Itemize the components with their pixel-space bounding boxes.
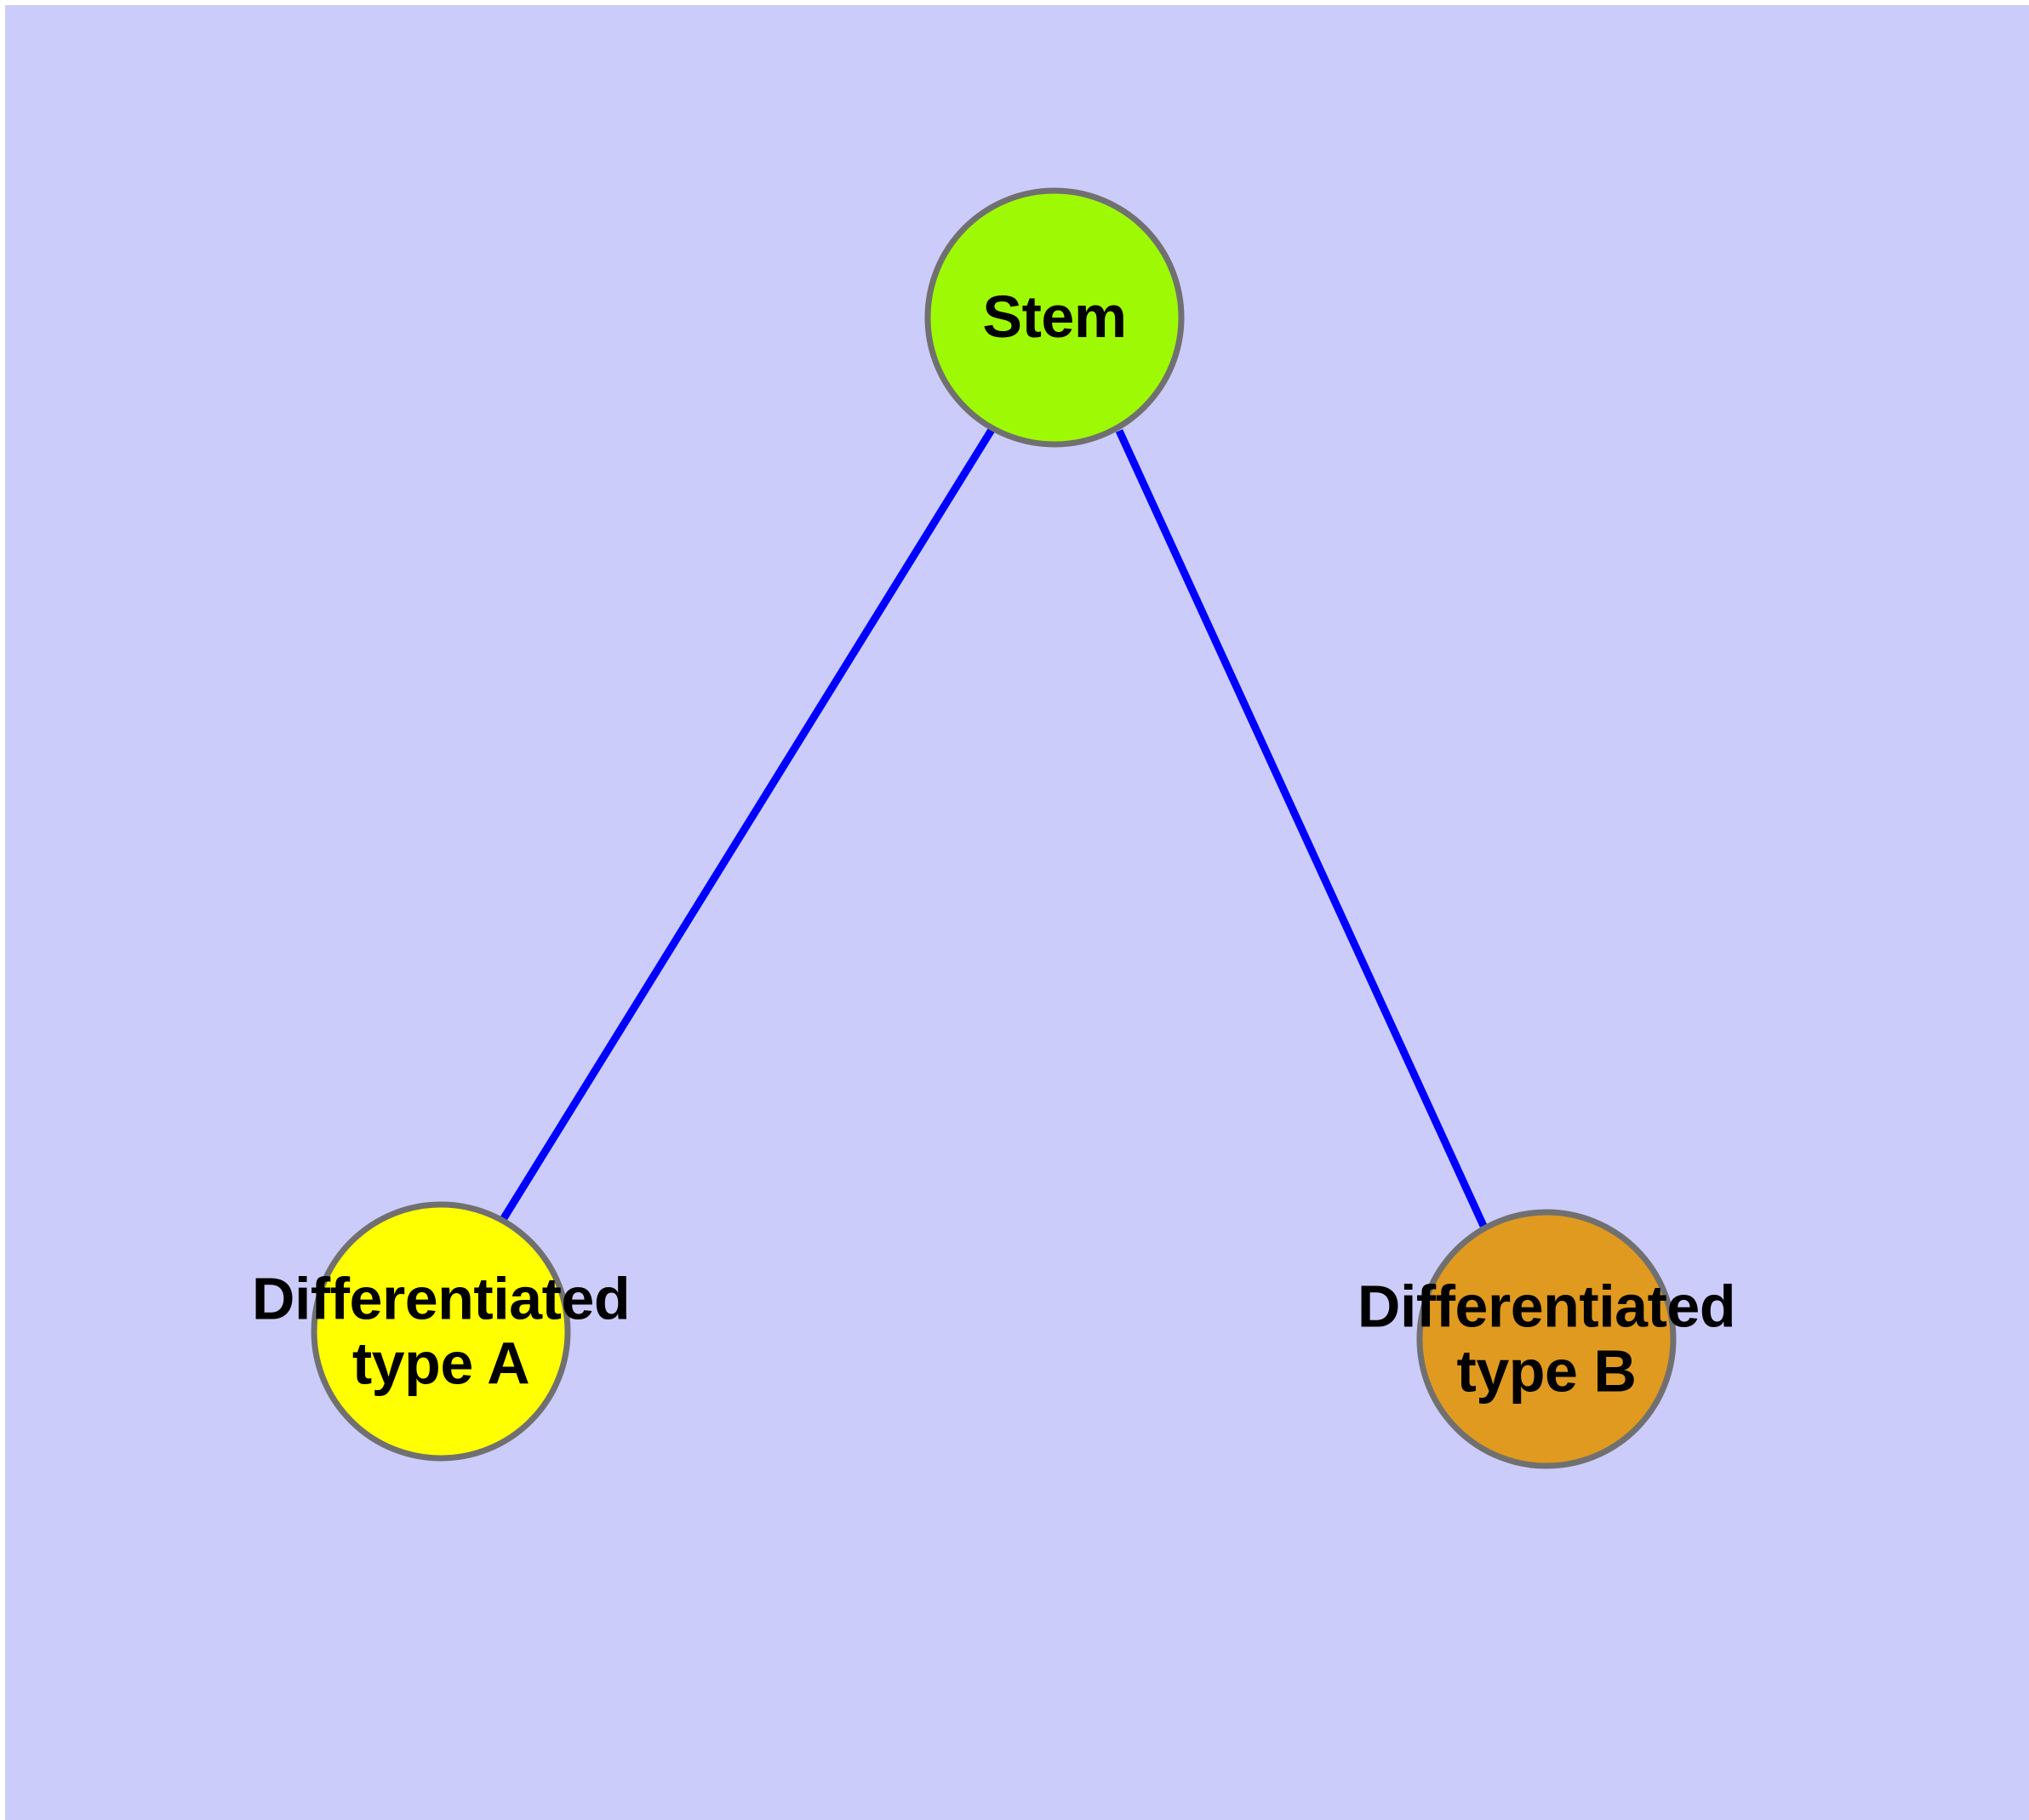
node-stem[interactable] bbox=[924, 187, 1185, 448]
node-differentiated-type-a[interactable] bbox=[311, 1201, 571, 1462]
node-layer bbox=[311, 187, 1677, 1469]
edge-stem-to-differentiated-type-a[interactable] bbox=[500, 427, 995, 1221]
edge-stem-to-differentiated-type-b[interactable] bbox=[1115, 429, 1488, 1228]
edge-layer bbox=[500, 427, 1488, 1228]
node-differentiated-type-b[interactable] bbox=[1416, 1209, 1677, 1469]
